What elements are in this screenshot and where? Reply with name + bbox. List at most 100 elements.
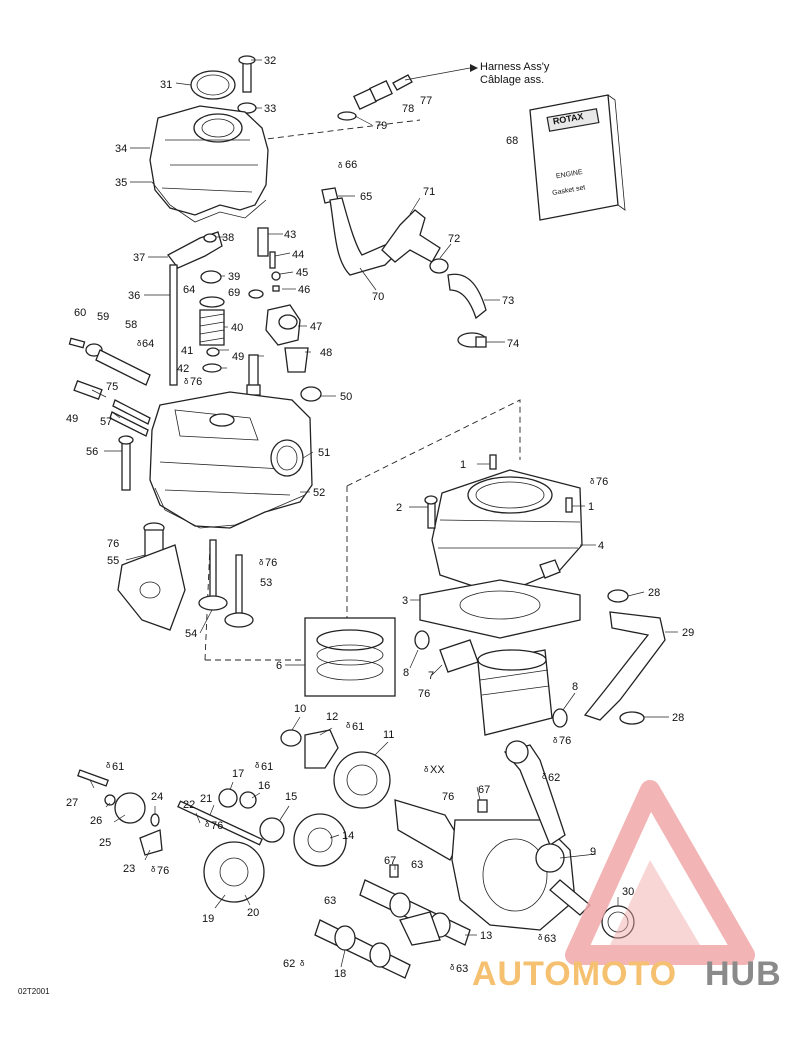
svg-text:δ: δ — [184, 377, 189, 386]
callout-61-gear: 61 — [352, 721, 364, 733]
callout-40: 40 — [231, 322, 243, 334]
svg-text:δ: δ — [542, 772, 547, 781]
svg-text:δ: δ — [151, 865, 156, 874]
crankshaft-conrod — [389, 740, 635, 939]
callout-14: 14 — [342, 830, 354, 842]
callout-labels: 32 31 33 34 35 δ 66 65 77 78 79 68 71 72… — [66, 55, 694, 980]
callout-67-upper: 67 — [478, 784, 490, 796]
callout-48: 48 — [320, 347, 332, 359]
callout-76-lower: 76 — [157, 865, 169, 877]
left-side-fasteners — [68, 337, 151, 491]
harness-connector — [337, 64, 478, 121]
callout-12: 12 — [326, 711, 338, 723]
callout-79: 79 — [375, 120, 387, 132]
callout-62-upper: 62 — [548, 772, 560, 784]
svg-text:δ: δ — [137, 339, 142, 348]
rocker-and-sensors — [167, 227, 281, 386]
callout-77: 77 — [420, 95, 432, 107]
callout-35: 35 — [115, 177, 127, 189]
callout-28-lower: 28 — [672, 712, 684, 724]
leader-lines — [89, 59, 678, 968]
callout-65: 65 — [360, 191, 372, 203]
cylinder-block — [419, 454, 583, 639]
callout-15: 15 — [285, 791, 297, 803]
callout-74: 74 — [507, 338, 519, 350]
svg-text:δ: δ — [538, 933, 543, 942]
callout-9: 9 — [590, 846, 596, 858]
callout-43: 43 — [284, 229, 296, 241]
thermostat-group — [246, 304, 322, 402]
callout-24: 24 — [151, 791, 163, 803]
part-32-bolt — [242, 59, 252, 93]
callout-62-lower: 62 — [283, 958, 295, 970]
svg-text:δ: δ — [338, 161, 343, 170]
callout-76-shaft: 76 — [211, 820, 223, 832]
callout-16: 16 — [258, 780, 270, 792]
callout-41: 41 — [181, 345, 193, 357]
callout-37: 37 — [133, 252, 145, 264]
balancer-shafts — [314, 879, 471, 979]
callout-20: 20 — [247, 907, 259, 919]
callout-31: 31 — [160, 79, 172, 91]
callout-61-mid: 61 — [261, 761, 273, 773]
callout-76-cyl: 76 — [596, 476, 608, 488]
callout-56: 56 — [86, 446, 98, 458]
svg-text:δ: δ — [106, 761, 111, 770]
callout-51: 51 — [318, 447, 330, 459]
svg-text:δ: δ — [255, 761, 260, 770]
callout-27: 27 — [66, 797, 78, 809]
callout-78: 78 — [402, 103, 414, 115]
part-36-pushrod — [169, 264, 178, 386]
callout-53: 53 — [260, 577, 272, 589]
part-35-cover-gasket — [151, 181, 267, 223]
callout-25: 25 — [99, 837, 111, 849]
callout-13: 13 — [480, 930, 492, 942]
callout-60: 60 — [74, 307, 86, 319]
callout-63-lower: 63 — [456, 963, 468, 975]
callout-17: 17 — [232, 768, 244, 780]
callout-69: 69 — [228, 287, 240, 299]
callout-8-left: 8 — [403, 667, 409, 679]
callout-46: 46 — [298, 284, 310, 296]
callout-71: 71 — [423, 186, 435, 198]
watermark-logo — [565, 780, 755, 965]
callout-64-lower: 64 — [142, 338, 154, 350]
callout-7: 7 — [428, 670, 434, 682]
callout-50: 50 — [340, 391, 352, 403]
gear-train — [177, 729, 391, 903]
harness-label-fr: Câblage ass. — [480, 74, 544, 86]
callout-47: 47 — [310, 321, 322, 333]
callout-3: 3 — [402, 595, 408, 607]
callout-66: 66 — [345, 159, 357, 171]
callout-76-head: 76 — [190, 376, 202, 388]
svg-text:δ: δ — [424, 765, 429, 774]
callout-76-piston: 76 — [559, 735, 571, 747]
callout-52: 52 — [313, 487, 325, 499]
callout-54: 54 — [185, 628, 197, 640]
svg-text:δ: δ — [205, 820, 210, 829]
watermark-text: AUTOMOTO HUB — [472, 955, 781, 993]
coolant-hoses — [321, 187, 487, 348]
callout-36: 36 — [128, 290, 140, 302]
svg-text:δ: δ — [346, 721, 351, 730]
svg-text:δ: δ — [300, 959, 305, 968]
callout-21: 21 — [200, 793, 212, 805]
callout-44: 44 — [292, 249, 304, 261]
valve-spring-stack — [199, 296, 225, 373]
callout-11: 11 — [383, 729, 394, 741]
callout-42: 42 — [177, 363, 189, 375]
callout-68: 68 — [506, 135, 518, 147]
watermark-automoto: AUTOMOTO — [472, 955, 677, 993]
piston-ring-set — [304, 617, 396, 697]
callout-38: 38 — [222, 232, 234, 244]
callout-2: 2 — [396, 502, 402, 514]
callout-64-upper: 64 — [183, 284, 195, 296]
callout-55: 55 — [107, 555, 119, 567]
piston-group — [414, 630, 568, 736]
cylinder-head — [149, 391, 313, 529]
callout-63-mid: 63 — [324, 895, 336, 907]
callout-63-right: 63 — [544, 933, 556, 945]
callout-XX: XX — [430, 764, 445, 776]
callout-70: 70 — [372, 291, 384, 303]
callout-76-crank: 76 — [442, 791, 454, 803]
